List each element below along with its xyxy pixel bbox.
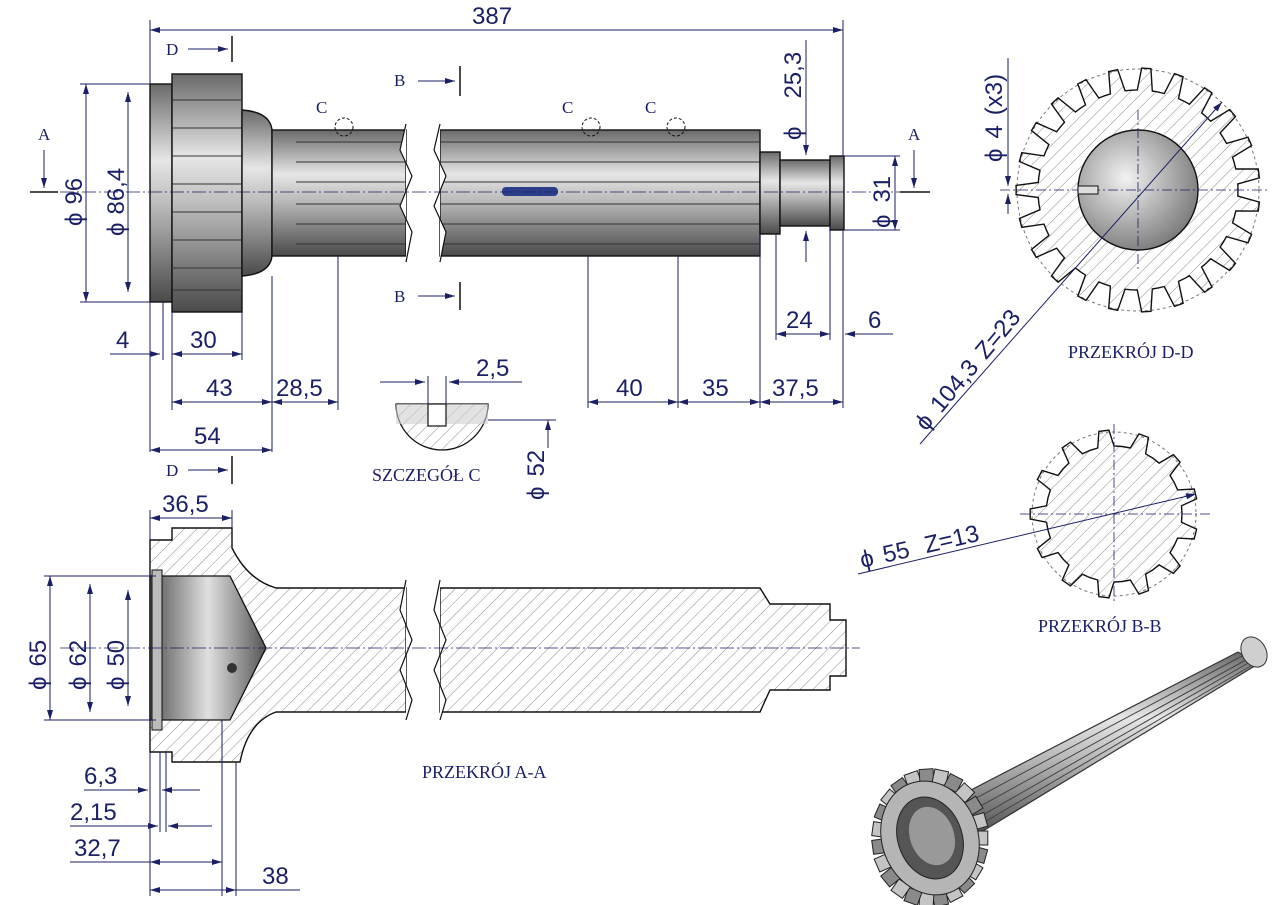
section-aa-l36-5: 36,5: [162, 491, 209, 518]
detail-mark-c-3: C: [645, 98, 656, 117]
dim-overall-length: 387: [472, 3, 512, 30]
gear-teeth-body: [171, 73, 243, 313]
section-aa-l38: 38: [262, 863, 289, 890]
detail-mark-c-2: C: [562, 98, 573, 117]
dim-d25-3: ϕ25,3: [780, 52, 807, 140]
detail-c-marker-3: [666, 117, 686, 137]
section-dd-caption: PRZEKRÓJ D-D: [1068, 341, 1194, 362]
section-bb-caption: PRZEKRÓJ B-B: [1038, 615, 1162, 636]
right-spline: [439, 129, 761, 257]
section-dd: ϕ4(x3) ϕ104,3Z=23 PRZEKRÓJ D-D: [910, 58, 1270, 445]
section-aa-caption: PRZEKRÓJ A-A: [422, 761, 547, 782]
break-right: [433, 123, 447, 263]
section-aa-d50: ϕ50: [103, 640, 130, 690]
detail-c-width: 2,5: [476, 355, 509, 382]
section-mark-b-bottom: B: [394, 287, 405, 306]
section-aa-d62: ϕ62: [65, 640, 92, 690]
gear-fillet: [241, 109, 273, 277]
section-aa-l2-15: 2,15: [70, 799, 117, 826]
dim-d31: ϕ31: [869, 176, 896, 228]
dim-l28-5: 28,5: [276, 375, 323, 402]
shaft-end: [829, 155, 845, 231]
section-aa-bore: [149, 575, 267, 721]
iso-shaft-end: [1240, 636, 1268, 668]
shaft-shoulder: [759, 151, 781, 235]
dim-d96: ϕ96: [61, 178, 88, 226]
dim-l24: 24: [786, 307, 813, 334]
section-mark-a-right: A: [908, 125, 921, 144]
dim-l6: 6: [868, 307, 881, 334]
left-spline: [271, 129, 407, 257]
section-aa: ϕ65 ϕ62 ϕ50 D 36,5 6,3 2,15 32,7 38 PRZE…: [25, 456, 860, 896]
dim-l40: 40: [616, 375, 643, 402]
detail-c-marker-1: [334, 117, 354, 137]
dim-d86-4: ϕ86,4: [103, 168, 130, 236]
detail-c-diameter: ϕ52: [523, 450, 550, 500]
gear-hub-flange: [149, 83, 173, 303]
section-dd-pitch: ϕ104,3Z=23: [910, 304, 1026, 435]
section-mark-d-top: D: [166, 40, 178, 59]
dim-l4: 4: [116, 327, 129, 354]
break-left: [399, 123, 413, 263]
section-mark-b-top: B: [394, 71, 405, 90]
section-aa-shaft-part: [439, 587, 847, 713]
section-mark-d-lower: D: [166, 461, 178, 480]
brand-logo: [502, 187, 558, 196]
section-aa-l6-3: 6,3: [84, 763, 117, 790]
detail-c: 2,5 ϕ52 SZCZEGÓŁ C: [372, 355, 556, 500]
main-view: D B B C C C A A 387 ϕ96 ϕ86,4 ϕ25,3 ϕ31: [30, 3, 930, 453]
section-dd-hole: ϕ4(x3): [981, 74, 1008, 162]
isometric-render: [871, 636, 1268, 905]
detail-mark-c-1: C: [316, 98, 327, 117]
section-aa-l32-7: 32,7: [74, 835, 121, 862]
iso-gear: [871, 768, 989, 905]
dim-l35: 35: [702, 375, 729, 402]
dim-l43: 43: [206, 375, 233, 402]
dim-l37-5: 37,5: [772, 375, 819, 402]
section-aa-d65: ϕ65: [25, 640, 52, 690]
detail-c-caption: SZCZEGÓŁ C: [372, 464, 481, 485]
dim-l30: 30: [190, 327, 217, 354]
section-mark-a-left: A: [38, 125, 51, 144]
dim-l54: 54: [194, 423, 221, 450]
detail-c-marker-2: [581, 117, 601, 137]
shaft-journal: [779, 159, 831, 227]
